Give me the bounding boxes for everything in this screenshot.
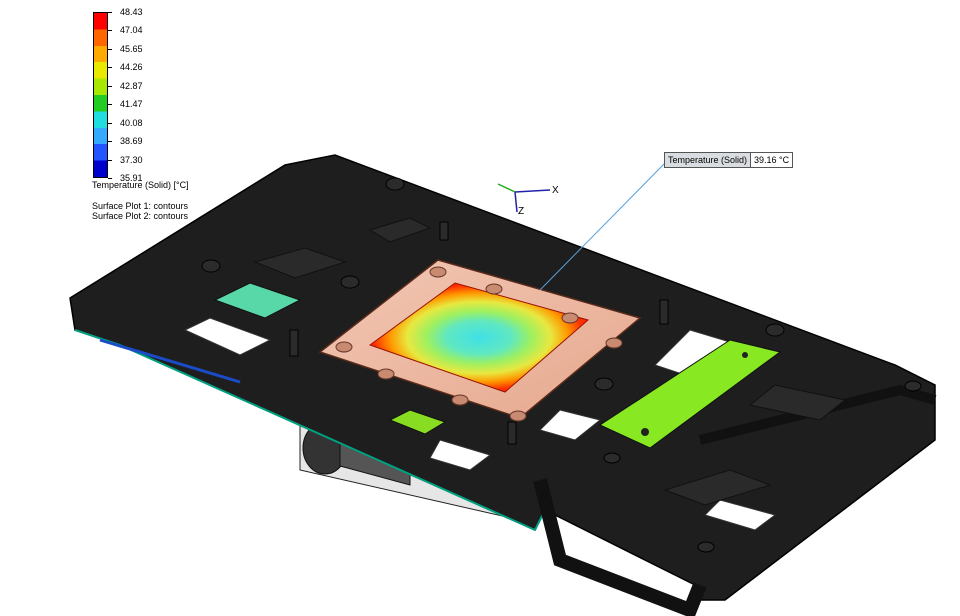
legend-tick (108, 30, 112, 32)
legend-colorbar (93, 12, 108, 178)
color-legend: 48.43 47.04 45.65 44.26 42.87 41.47 40.08 38.69… (92, 7, 212, 188)
legend-value: 40.08 (120, 117, 143, 128)
legend-value: 45.65 (120, 43, 143, 54)
plate-cutouts (183, 217, 847, 531)
surface-plot-2-label: Surface Plot 2: contours (92, 211, 189, 221)
copper-cold-plate (318, 259, 642, 422)
vrm-pad (598, 339, 782, 449)
legend-value: 38.69 (120, 136, 143, 147)
probe-leader-line (539, 161, 667, 291)
probe-readout[interactable]: Temperature (Solid) 39.16 °C (664, 152, 794, 168)
legend-tick (108, 104, 112, 106)
legend-tick (108, 85, 112, 87)
legend-value: 48.43 (120, 7, 143, 17)
die-temperature-contour (368, 282, 590, 393)
standoffs (201, 177, 922, 553)
legend-value: 41.47 (120, 99, 143, 110)
legend-tick (108, 159, 112, 161)
legend-tick (108, 122, 112, 124)
legend-value: 42.87 (120, 80, 143, 91)
legend-value: 47.04 (120, 25, 143, 36)
axis-triad[interactable]: X Z (497, 183, 559, 217)
axis-z-label: Z (518, 206, 524, 217)
thermal-pad-left (213, 282, 302, 319)
legend-title: Temperature (Solid) [°C] (92, 180, 189, 190)
axis-x-label: X (552, 185, 559, 196)
legend-tick (108, 178, 112, 179)
surface-plot-1-label: Surface Plot 1: contours (92, 201, 189, 211)
thermal-pad-small (388, 409, 447, 435)
legend-value: 35.91 (120, 173, 143, 183)
legend-tick (108, 67, 112, 69)
legend-tick (108, 12, 112, 13)
legend-value: 44.26 (120, 62, 143, 73)
legend-tick (108, 141, 112, 143)
probe-label: Temperature (Solid) (664, 152, 752, 168)
legend-tick (108, 48, 112, 50)
legend-value: 37.30 (120, 154, 143, 165)
probe-value: 39.16 °C (751, 152, 794, 168)
